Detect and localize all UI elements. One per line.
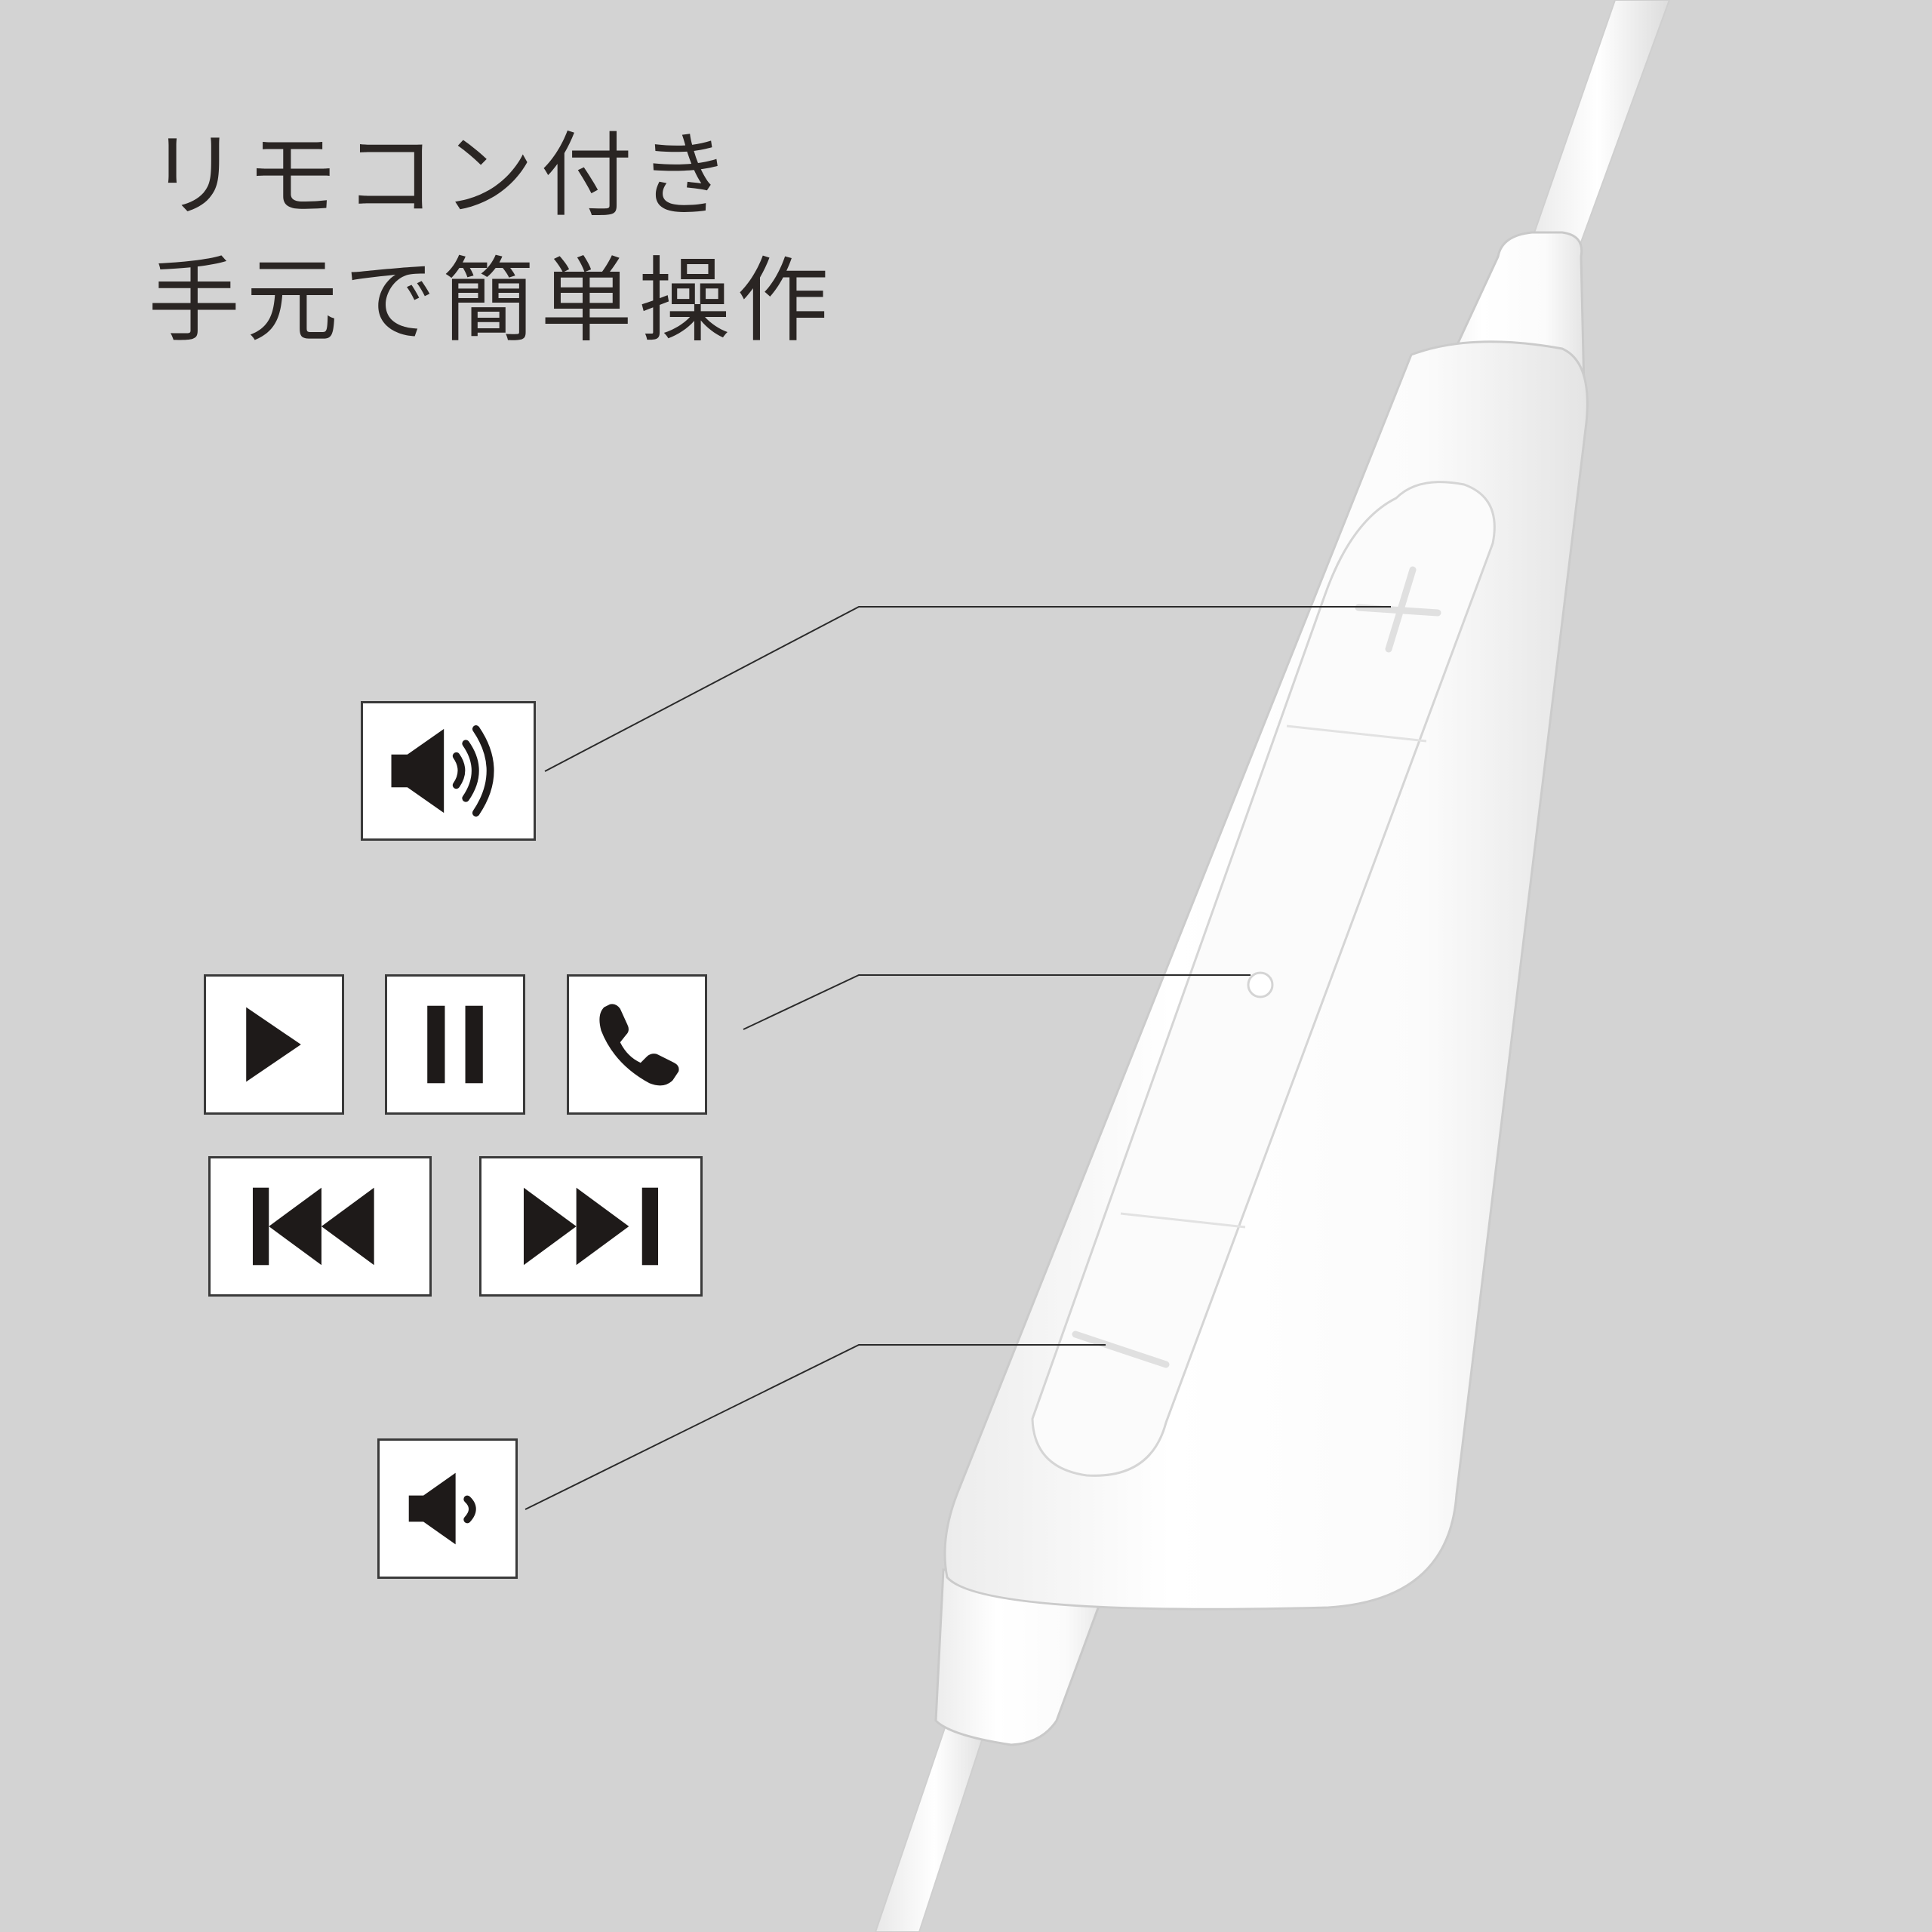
microphone-hole xyxy=(1247,971,1274,998)
minus-glyph xyxy=(1072,1331,1170,1368)
remote-bottom-collar xyxy=(934,1568,1112,1746)
phone-icon-box xyxy=(567,974,707,1115)
leader-line-volume-up xyxy=(544,606,1391,772)
headline-line-1: リモコン付き xyxy=(148,122,737,229)
play-icon-box xyxy=(204,974,344,1115)
volume-up-icon-box xyxy=(361,701,536,841)
cable-upper xyxy=(1524,0,1671,257)
pause-icon-box xyxy=(385,974,525,1115)
previous-track-icon-box xyxy=(208,1156,432,1297)
previous-track-icon xyxy=(252,1187,374,1266)
cable-lower xyxy=(874,1705,995,1932)
phone-icon xyxy=(599,1004,679,1086)
volume-down-icon-box xyxy=(377,1438,518,1579)
volume-up-icon xyxy=(391,725,494,817)
button-divider-bottom xyxy=(1120,1212,1246,1229)
next-track-icon-box xyxy=(479,1156,703,1297)
leader-line-volume-down xyxy=(525,1344,1106,1510)
plus-glyph xyxy=(1355,566,1441,653)
play-icon xyxy=(246,1007,301,1082)
next-track-icon xyxy=(523,1187,659,1266)
button-divider-top xyxy=(1286,724,1427,743)
volume-down-icon xyxy=(408,1472,476,1545)
leader-line-center xyxy=(743,974,1251,1030)
headline-line-2: 手元で簡単操作 xyxy=(148,248,835,355)
pause-icon xyxy=(427,1005,483,1084)
